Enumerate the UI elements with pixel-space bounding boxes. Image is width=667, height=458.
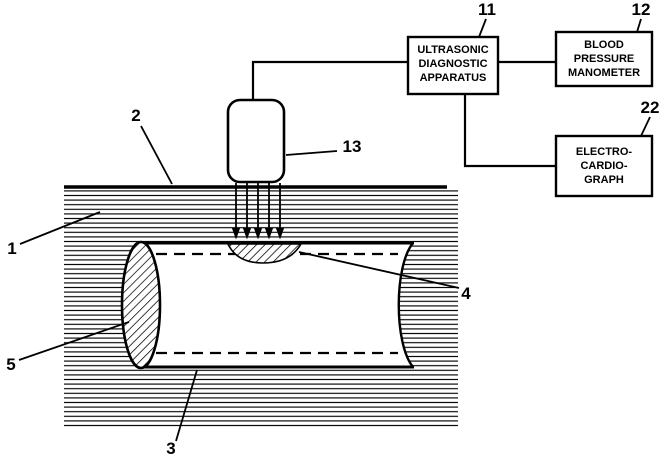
leader-line-13: [285, 150, 338, 156]
ecg-text-line3: GRAPH: [584, 174, 624, 186]
vessel-right-end-curve: [397, 242, 414, 368]
ref-label-12: 12: [632, 0, 651, 19]
leader-line-2: [140, 125, 173, 185]
ref-label-11: 11: [478, 0, 496, 19]
leader-line-3: [175, 369, 198, 442]
manometer-text-line2: PRESSURE: [574, 53, 635, 65]
leader-line-22: [640, 116, 651, 137]
ultrasonic-apparatus-box: [406, 35, 500, 96]
beam-arrow-head: [264, 227, 274, 240]
beam-arrow-head: [231, 227, 241, 240]
leader-line-11: [478, 18, 487, 38]
electrocardiograph-box: [554, 134, 654, 198]
wire-probe-to-apparatus: [251, 60, 408, 100]
ref-label-2: 2: [131, 106, 140, 125]
ultrasonic-apparatus-text-line2: DIAGNOSTIC: [418, 58, 487, 70]
ref-label-22: 22: [641, 98, 660, 117]
vessel-front-wall-patch: [226, 243, 303, 264]
leader-line-4: [298, 251, 460, 289]
ref-label-3: 3: [166, 439, 175, 458]
beam-arrow-head: [253, 227, 263, 240]
ref-label-1: 1: [7, 239, 16, 258]
ultrasonic-apparatus-text-line1: ULTRASONIC: [417, 44, 488, 56]
beam-arrow-head: [275, 227, 285, 240]
ref-label-5: 5: [6, 355, 15, 374]
ultrasonic-apparatus-text-line3: APPARATUS: [420, 72, 487, 84]
beam-arrow-head: [242, 227, 252, 240]
ref-label-4: 4: [461, 284, 471, 303]
ecg-text-line1: ELECTRO-: [576, 146, 633, 158]
manometer-text-line3: MANOMETER: [568, 67, 640, 79]
ultrasonic-probe: [226, 98, 286, 184]
manometer-text-line1: BLOOD: [584, 39, 624, 51]
vessel-body: [140, 243, 413, 367]
vessel-end-ellipse: [120, 240, 162, 370]
ref-label-13: 13: [343, 137, 362, 156]
leader-line-12: [636, 18, 642, 33]
leader-line-1: [19, 211, 101, 245]
ecg-text-line2: CARDIO-: [580, 160, 627, 172]
leader-line-5: [18, 321, 130, 361]
wire-apparatus-to-ecg: [463, 94, 556, 168]
ultrasound-beam-arrows: [231, 183, 285, 240]
blood-pressure-manometer-box: [554, 30, 654, 88]
